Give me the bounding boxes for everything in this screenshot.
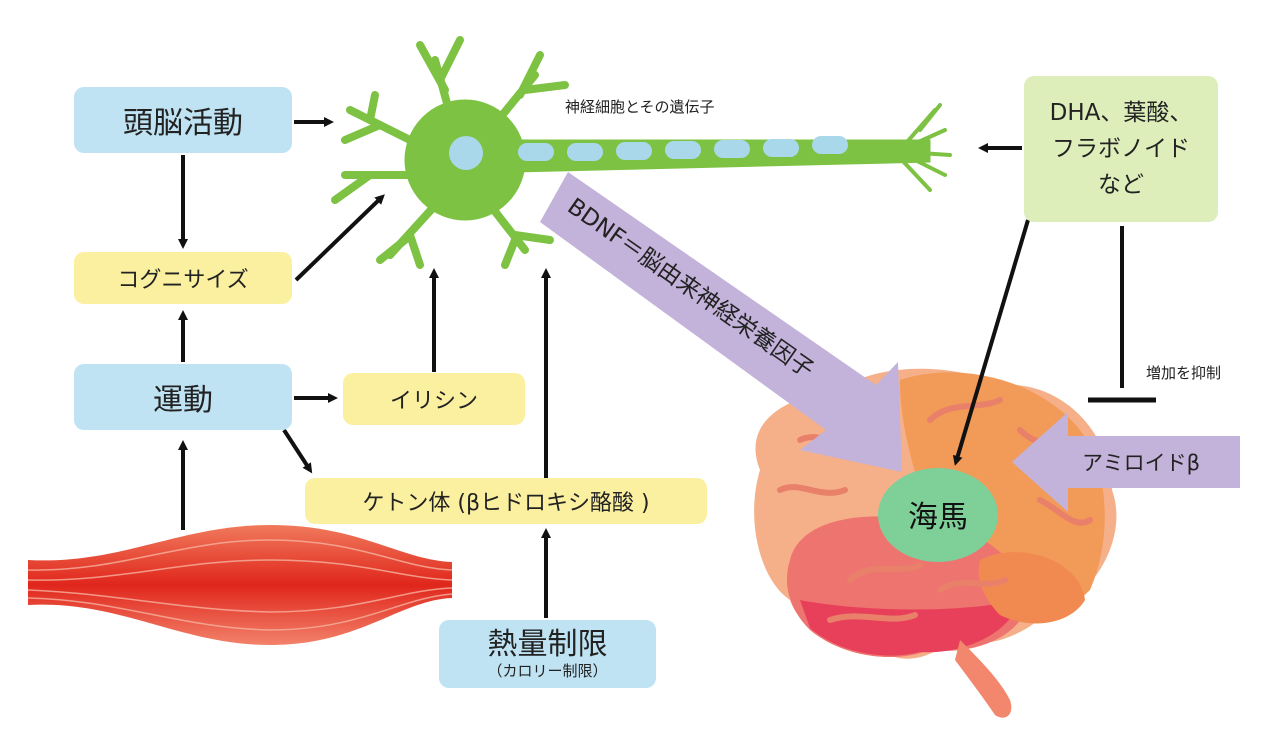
- hippocampus-label: 海馬: [908, 500, 968, 535]
- neuron-label: 神経細胞とその遺伝子: [565, 98, 715, 116]
- bdnf-arrow: BDNF＝脳由来神経栄養因子: [540, 172, 902, 472]
- nutrients-line-3: など: [1098, 172, 1144, 198]
- cognicise-label: コグニサイズ: [117, 268, 249, 293]
- hippocampus-shape: [878, 468, 998, 562]
- nutrients-line-1: DHA、葉酸、: [1049, 100, 1193, 126]
- myelin-sheath: [518, 136, 848, 161]
- exercise-box: 運動: [74, 364, 292, 430]
- nutrients-box: DHA、葉酸、 フラボノイド など: [1024, 76, 1218, 222]
- calorie-sub-label: （カロリー制限）: [487, 662, 608, 680]
- ketone-box: ケトン体 (βヒドロキシ酪酸 ): [305, 478, 707, 524]
- cognicise-box: コグニサイズ: [74, 252, 292, 304]
- irisin-box: イリシン: [343, 373, 525, 425]
- amyloid-arrow: アミロイドβ: [1012, 412, 1240, 512]
- amyloid-label: アミロイドβ: [1082, 451, 1200, 475]
- bdnf-label: BDNF＝脳由来神経栄養因子: [563, 194, 819, 384]
- muscle-illustration: [27, 525, 453, 645]
- brain-activity-box: 頭脳活動: [74, 87, 292, 153]
- nutrients-line-2: フラボノイド: [1052, 136, 1190, 162]
- suppress-label: 増加を抑制: [1146, 364, 1221, 382]
- calorie-restriction-box: 熱量制限 （カロリー制限）: [439, 620, 656, 688]
- flow-arrows: [178, 117, 1156, 618]
- ketone-label: ケトン体 (βヒドロキシ酪酸 ): [362, 491, 650, 516]
- calorie-main-label: 熱量制限: [487, 627, 608, 662]
- neuron-nucleus: [449, 136, 483, 170]
- irisin-label: イリシン: [389, 389, 478, 414]
- exercise-label: 運動: [153, 383, 213, 418]
- brain-activity-label: 頭脳活動: [123, 106, 243, 141]
